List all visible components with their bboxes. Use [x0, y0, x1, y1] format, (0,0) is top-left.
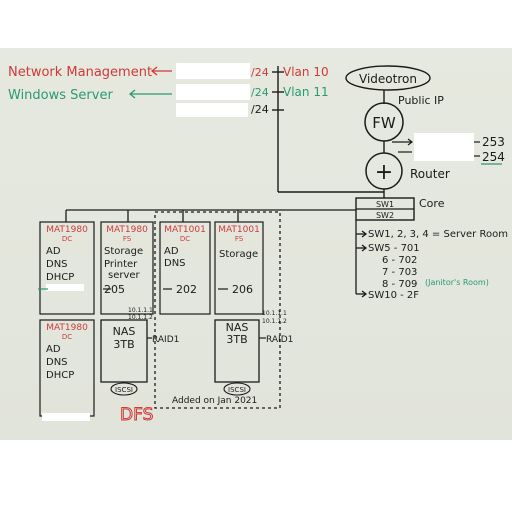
redacted-box — [176, 63, 250, 79]
server-item: DNS — [46, 259, 68, 270]
server-item: AD — [46, 344, 61, 355]
iscsi-tag — [223, 382, 251, 396]
cloud-shape — [345, 65, 431, 91]
prefix-label: /24 — [251, 103, 269, 116]
redacted-box — [414, 133, 474, 161]
server-box — [214, 221, 264, 315]
server-role: FS — [235, 235, 244, 243]
firewall-label: FW — [372, 114, 396, 132]
switch-note: 6 - 702 — [382, 255, 417, 266]
switch-note: SW1, 2, 3, 4 = Server Room — [368, 229, 508, 240]
switch-label: SW1 — [376, 200, 394, 209]
server-item: DHCP — [46, 272, 74, 283]
server-item: AD — [46, 246, 61, 257]
server-host: MAT1980 — [46, 323, 88, 333]
nas-size: 3TB — [113, 338, 134, 351]
switch-note: 8 - 709 — [382, 279, 417, 290]
legend-windows-server: Windows Server — [8, 88, 113, 103]
server-item: DHCP — [46, 370, 74, 381]
nas-raid: RAID1 — [152, 335, 179, 345]
prefix-label: /24 — [251, 66, 269, 79]
cloud-label: Videotron — [359, 72, 417, 86]
prefix-label: /24 — [251, 86, 269, 99]
janitor-room-label: (Janitor's Room) — [425, 278, 489, 287]
server-host: MAT1980 — [46, 225, 88, 235]
nas-label: NAS — [226, 321, 249, 334]
switch-label: SW2 — [376, 211, 394, 220]
server-ip: 202 — [176, 283, 197, 296]
nas-ip-label: 10.1.1.1 — [128, 307, 153, 314]
nas-raid: RAID1 — [266, 335, 293, 345]
server-host: MAT1001 — [218, 225, 260, 235]
server-host: MAT1001 — [164, 225, 206, 235]
nas-size: 3TB — [226, 333, 247, 346]
nas-label: NAS — [113, 325, 136, 338]
server-item: server — [108, 270, 141, 281]
server-item: DNS — [46, 357, 68, 368]
iscsi-label: ISCSI — [115, 386, 133, 394]
iscsi-tag — [110, 382, 138, 396]
server-box — [100, 221, 154, 315]
iscsi-label: ISCSI — [228, 386, 246, 394]
wan-ip-label: 254 — [482, 150, 505, 164]
nas-ip-label: 10.1.1.2 — [128, 314, 153, 321]
redacted-box — [42, 413, 90, 421]
server-item: AD — [164, 246, 179, 257]
redacted-box — [176, 84, 250, 100]
added-region — [154, 211, 281, 409]
redacted-box — [46, 284, 84, 291]
redacted-box — [176, 103, 248, 117]
server-item: Storage — [219, 249, 258, 260]
public-ip-label: Public IP — [398, 94, 444, 107]
switch-note: SW10 - 2F — [368, 290, 419, 301]
switch-note: 7 - 703 — [382, 267, 417, 278]
core-label: Core — [419, 197, 445, 210]
vlan-label: Vlan 11 — [283, 85, 329, 99]
server-item: Storage — [104, 246, 143, 257]
nas-ip-label: 10.1.1.2 — [262, 318, 287, 325]
server-ip: 206 — [232, 283, 253, 296]
wan-ip-label: 253 — [482, 135, 505, 149]
whiteboard — [0, 48, 512, 440]
server-role: DC — [62, 235, 72, 243]
switch-note: SW5 - 701 — [368, 243, 420, 254]
router-label: Router — [410, 167, 450, 181]
legend-network-management: Network Management — [8, 65, 152, 80]
nas-box — [100, 319, 148, 383]
server-box — [39, 221, 95, 315]
nas-ip-label: 10.1.1.1 — [262, 310, 287, 317]
vlan-label: Vlan 10 — [283, 65, 329, 79]
router-plus: + — [375, 160, 393, 185]
server-item: DNS — [164, 258, 186, 269]
added-note: Added on Jan 2021 — [172, 396, 257, 406]
dfs-label: DFS — [120, 405, 153, 425]
server-item: Printer — [104, 259, 138, 270]
server-role: DC — [62, 333, 72, 341]
server-role: FS — [123, 235, 132, 243]
server-host: MAT1980 — [106, 225, 148, 235]
server-box — [159, 221, 211, 315]
nas-box — [214, 319, 260, 383]
server-role: DC — [180, 235, 190, 243]
server-ip: 205 — [104, 283, 125, 296]
